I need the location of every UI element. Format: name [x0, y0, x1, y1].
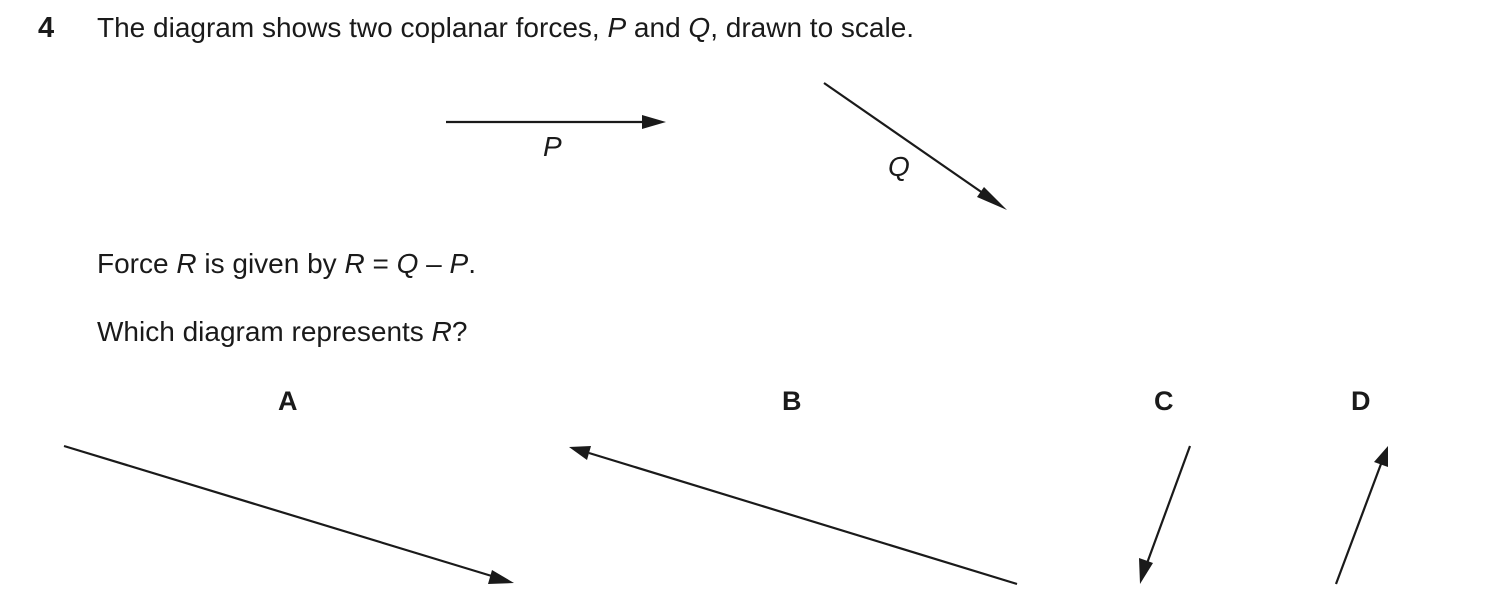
- stem-symbol-r: R: [176, 248, 197, 279]
- question-number: 4: [38, 12, 55, 44]
- stem-symbol-q: Q: [396, 248, 419, 279]
- stem-text: =: [364, 248, 397, 279]
- stem-text: .: [468, 248, 476, 279]
- stem-symbol-p: P: [607, 12, 627, 43]
- stem-text: and: [626, 12, 689, 43]
- option-d-label[interactable]: D: [1351, 386, 1371, 416]
- option-a-arrow: [63, 444, 514, 584]
- stem-text: , drawn to scale.: [710, 12, 915, 43]
- option-d-arrow: [1334, 446, 1388, 585]
- stem-symbol-r: R: [344, 248, 365, 279]
- question-prompt-line: Which diagram represents R?: [97, 316, 467, 348]
- option-b-label[interactable]: B: [782, 386, 802, 416]
- force-definition-line: Force R is given by R = Q – P.: [97, 248, 476, 280]
- stem-text: The diagram shows two coplanar forces,: [97, 12, 608, 43]
- stem-symbol-q: Q: [688, 12, 711, 43]
- stem-text: ?: [451, 316, 468, 347]
- force-p-label: P: [543, 131, 562, 162]
- force-p-arrow: [446, 115, 666, 129]
- stem-text: –: [418, 248, 450, 279]
- option-a-label[interactable]: A: [278, 386, 298, 416]
- stem-text: Force: [97, 248, 177, 279]
- stem-symbol-p: P: [449, 248, 469, 279]
- option-c-arrow: [1139, 445, 1192, 584]
- stem-text: Which diagram represents: [97, 316, 432, 347]
- stem-text: is given by: [196, 248, 345, 279]
- question-stem-line: The diagram shows two coplanar forces, P…: [97, 12, 914, 44]
- option-c-label[interactable]: C: [1154, 386, 1174, 416]
- option-b-arrow: [569, 446, 1018, 586]
- force-q-label: Q: [888, 151, 910, 182]
- stem-symbol-r: R: [431, 316, 452, 347]
- force-q-arrow: [823, 82, 1007, 210]
